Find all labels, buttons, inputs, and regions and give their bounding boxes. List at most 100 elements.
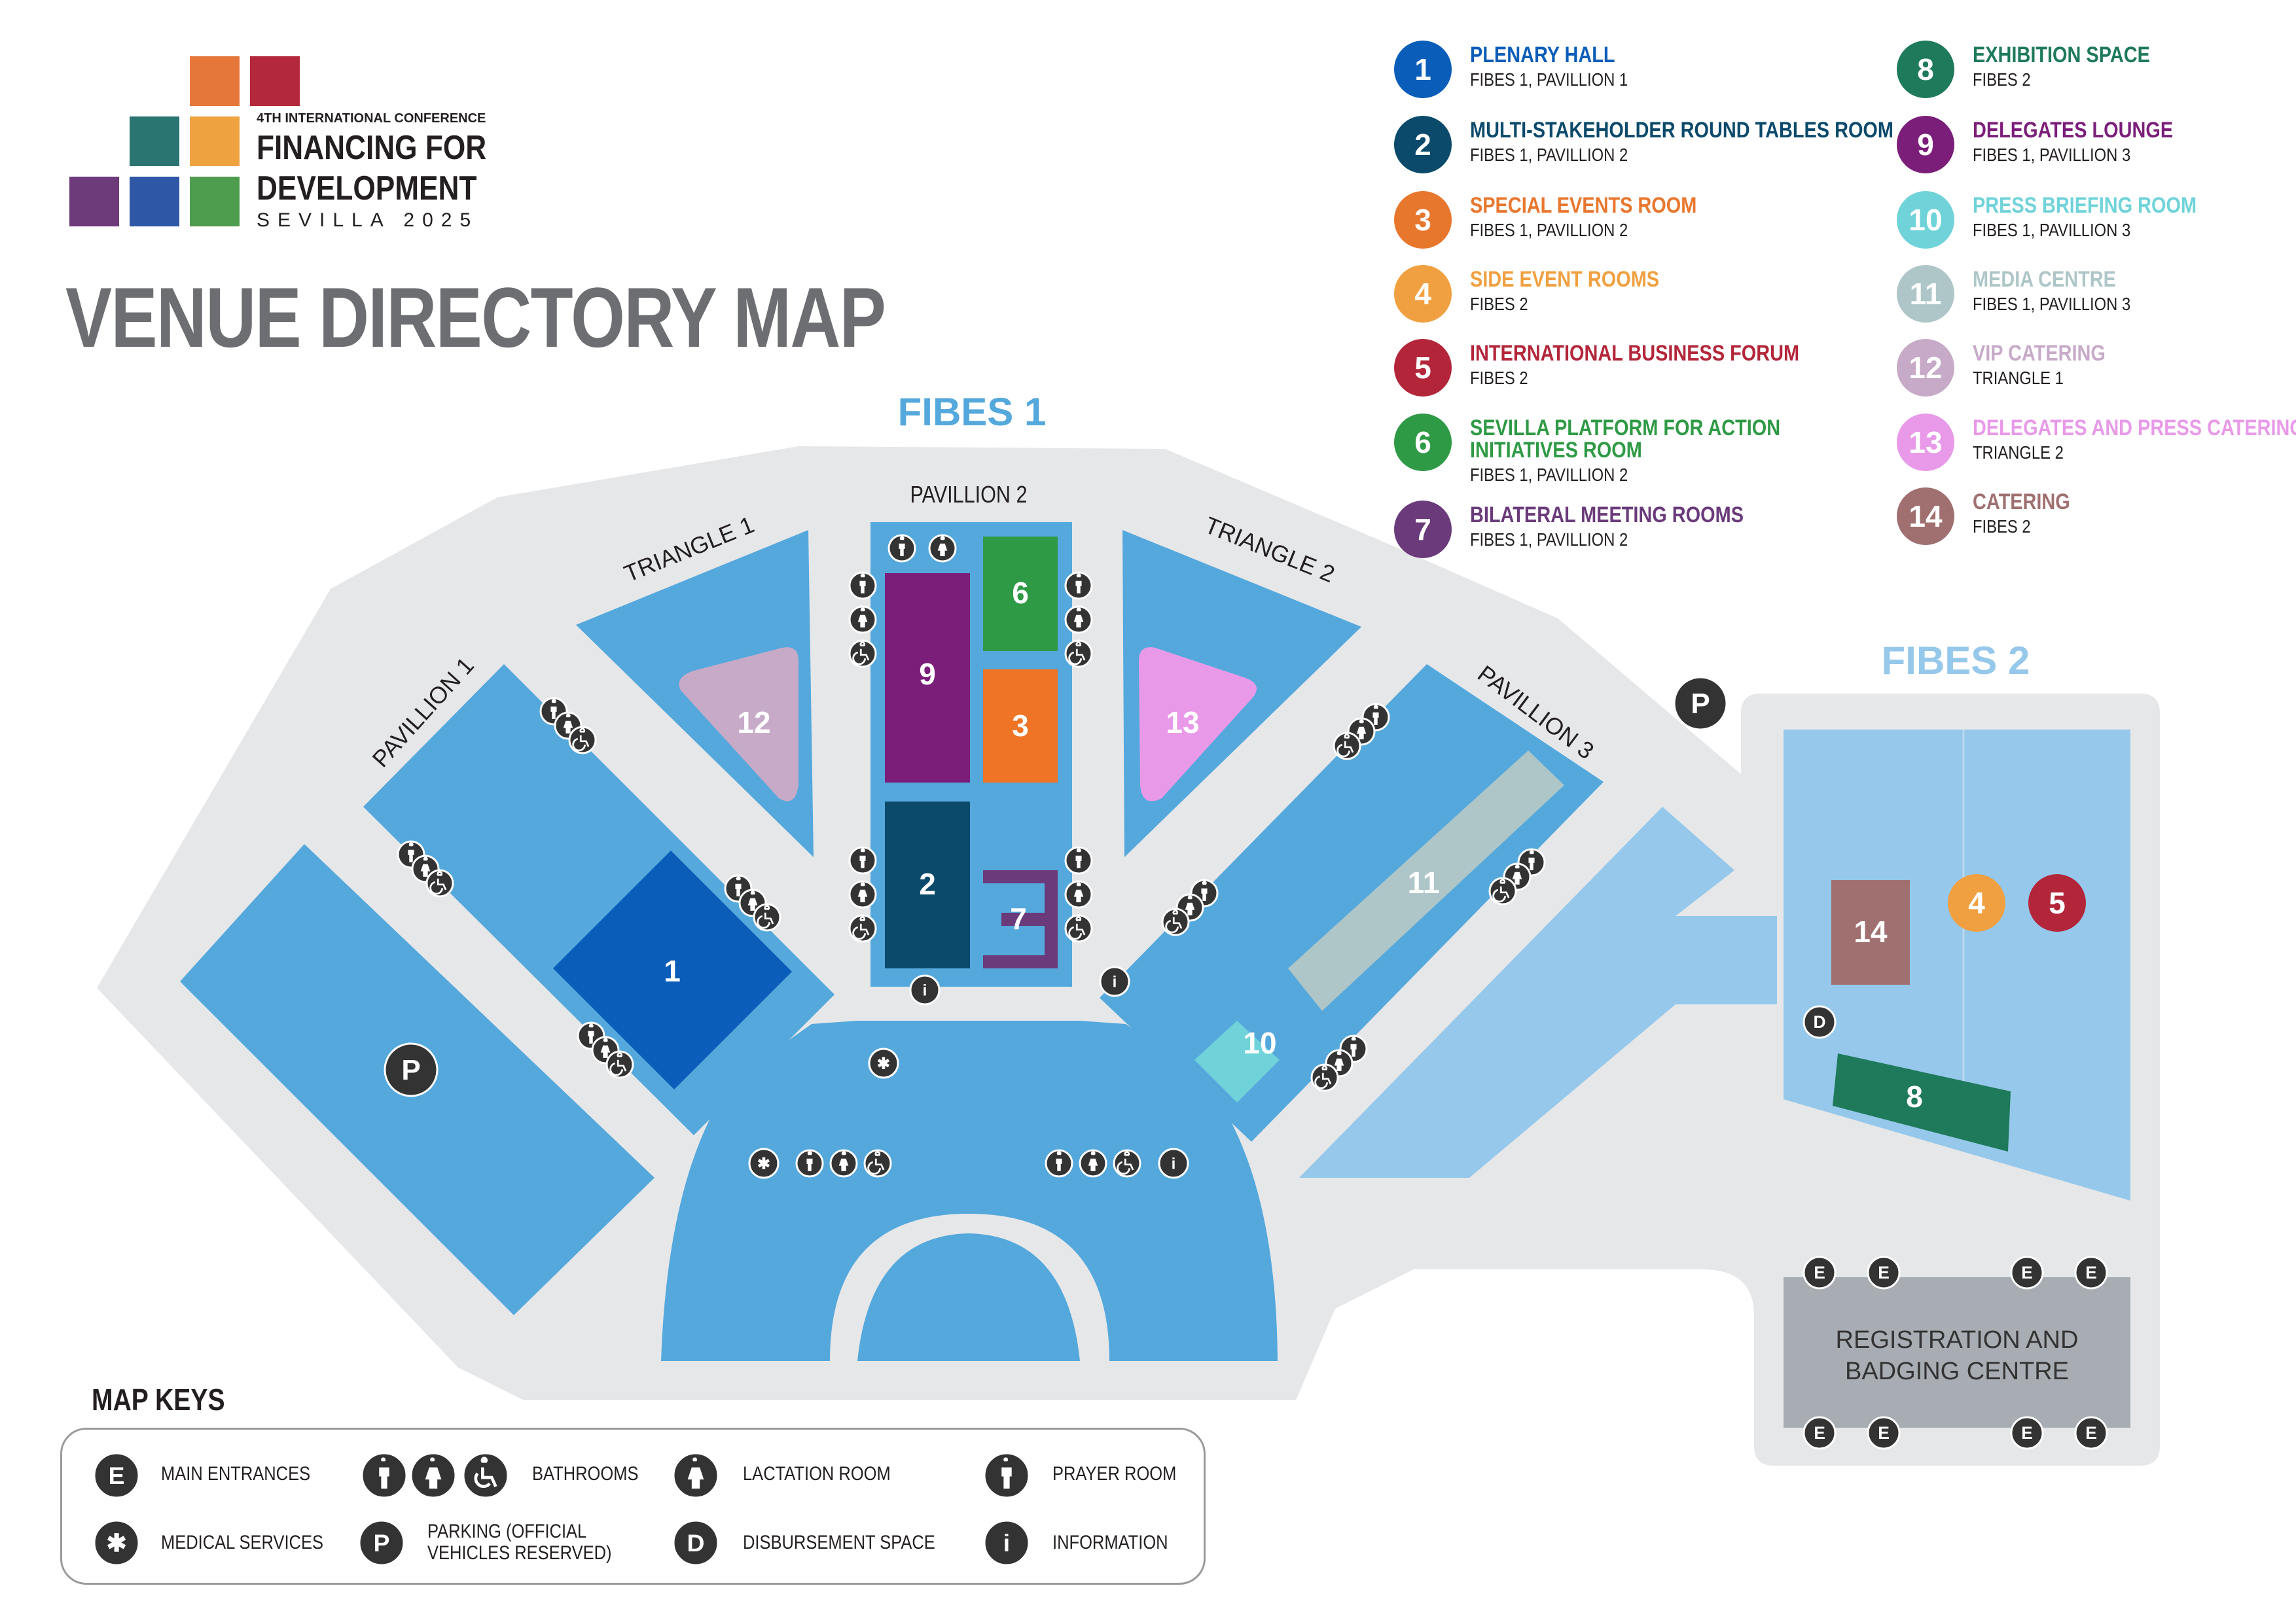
accessible-restroom-icon-glyph [572,728,590,752]
legend-room-name: INTERNATIONAL BUSINESS FORUM [1470,341,1800,366]
room-2 [885,802,970,968]
legend-room-name: VIP CATERING [1973,341,2106,366]
information-icon [1158,1148,1189,1179]
key-label-main-entrances: MAIN ENTRANCES [161,1463,311,1485]
female-restroom-icon-glyph [857,607,868,627]
legend-badge: 14 [1897,487,1954,545]
legend-room-name: SEVILLA PLATFORM FOR ACTION [1470,415,1781,440]
accessible-restroom-icon-glyph [852,641,870,665]
main-entrance-icon [1803,1256,1837,1290]
room-label-11: 11 [1408,866,1440,900]
legend-room-location: FIBES 1, PAVILLION 1 [1470,69,1628,90]
legend-room-location: FIBES 1, PAVILLION 2 [1470,465,1628,485]
female-restroom-icon [1064,605,1093,634]
accessible-restroom-icon [753,903,781,932]
key-label-prayer: PRAYER ROOM [1052,1463,1177,1485]
female-restroom-icon-glyph [1185,895,1195,915]
main-entrance-icon [1803,1416,1837,1450]
male-restroom-icon-glyph [1075,848,1082,868]
male-restroom-icon [1064,571,1093,600]
accessible-restroom-icon-glyph [609,1052,627,1076]
disbursement-icon-letter: D [1813,1012,1825,1032]
pavillion-1 [363,664,834,1135]
accessible-restroom-icon [848,639,877,668]
legend-room-name: BILATERAL MEETING ROOMS [1470,503,1744,527]
legend-room-location: FIBES 1, PAVILLION 3 [1973,220,2131,240]
accessible-restroom-icon [1488,877,1517,906]
accessible-restroom-icon [605,1050,634,1079]
legend-room-name: MEDIA CENTRE [1973,267,2116,292]
male-restroom-icon-glyph [1528,850,1535,870]
key-label-medical: MEDICAL SERVICES [161,1532,324,1553]
main-entrance-icon-letter: E [2021,1423,2033,1443]
prayer-room-icon-glyph [899,536,905,556]
page-title: VENUE DIRECTORY MAP [65,270,886,365]
triangle-1 [576,530,814,857]
parking-icon [1673,676,1728,731]
key-label-parking-2: VEHICLES RESERVED) [427,1542,612,1564]
label-triangle-1: TRIANGLE 1 [620,511,758,588]
room-3 [983,669,1058,783]
pavillion-3 [1100,664,1604,1142]
male-restroom-icon [1339,1034,1368,1063]
legend-badge: 10 [1897,191,1954,249]
female-restroom-icon [1064,880,1093,909]
female-restroom-icon [1079,1149,1107,1178]
female-restroom-icon [1175,893,1204,922]
female-restroom-icon [591,1036,620,1065]
female-restroom-icon [1503,862,1532,891]
female-restroom-icon-glyph [563,713,573,733]
logo-subtitle: SEVILLA 2025 [257,209,479,231]
pavillion-2 [870,522,1072,987]
accessible-restroom-icon [1333,732,1361,760]
accessible-restroom-icon-glyph [1492,879,1510,903]
male-restroom-icon [577,1021,605,1050]
label-fibes-1: FIBES 1 [898,390,1047,434]
legend-room-location: FIBES 2 [1973,516,2031,537]
accessible-restroom-icon [568,726,597,754]
connector [1299,807,1777,1178]
legend-room-name: PRESS BRIEFING ROOM [1973,193,2197,218]
room-label-6: 6 [1012,576,1029,610]
room-label-8: 8 [1906,1080,1923,1114]
male-restroom-icon [1045,1149,1073,1178]
key-label-lactation: LACTATION ROOM [743,1463,891,1485]
accessible-restroom-icon-glyph [867,1151,885,1175]
legend-badge: 5 [1394,339,1452,397]
disbursement-icon [1803,1005,1837,1039]
legend-room-name: PLENARY HALL [1470,43,1615,67]
parking-icon-letter: P [401,1054,420,1086]
female-restroom-icon [554,711,583,740]
label-pavillion-2: PAVILLION 2 [910,482,1027,508]
female-restroom-icon-glyph [747,891,758,911]
female-restroom-icon-glyph [1073,882,1084,902]
female-restroom-icon-glyph [1512,864,1522,885]
female-restroom-icon-glyph [600,1038,611,1058]
legend-room-location: FIBES 1, PAVILLION 3 [1973,294,2131,314]
male-restroom-icon-glyph [1201,881,1208,901]
key-label-parking-1: PARKING (OFFICIAL [427,1521,587,1542]
accessible-restroom-icon-glyph [1068,641,1086,665]
medical-services-icon [868,1048,899,1079]
parking-icon-letter: P [1691,688,1710,720]
male-restroom-icon-glyph [1075,573,1082,593]
male-restroom-icon [848,571,877,600]
main-entrance-icon-letter: E [1814,1263,1825,1282]
main-entrance-icon [2074,1256,2108,1290]
room-label-14: 14 [1854,915,1888,949]
male-restroom-icon-glyph [1372,705,1379,725]
main-entrance-icon-letter: E [2021,1263,2033,1282]
male-restroom-icon-glyph [735,876,742,896]
room-1 [553,851,792,1089]
room-10 [1194,1021,1280,1103]
auditorium-inner [830,1214,1109,1361]
room-label-3: 3 [1012,709,1029,743]
